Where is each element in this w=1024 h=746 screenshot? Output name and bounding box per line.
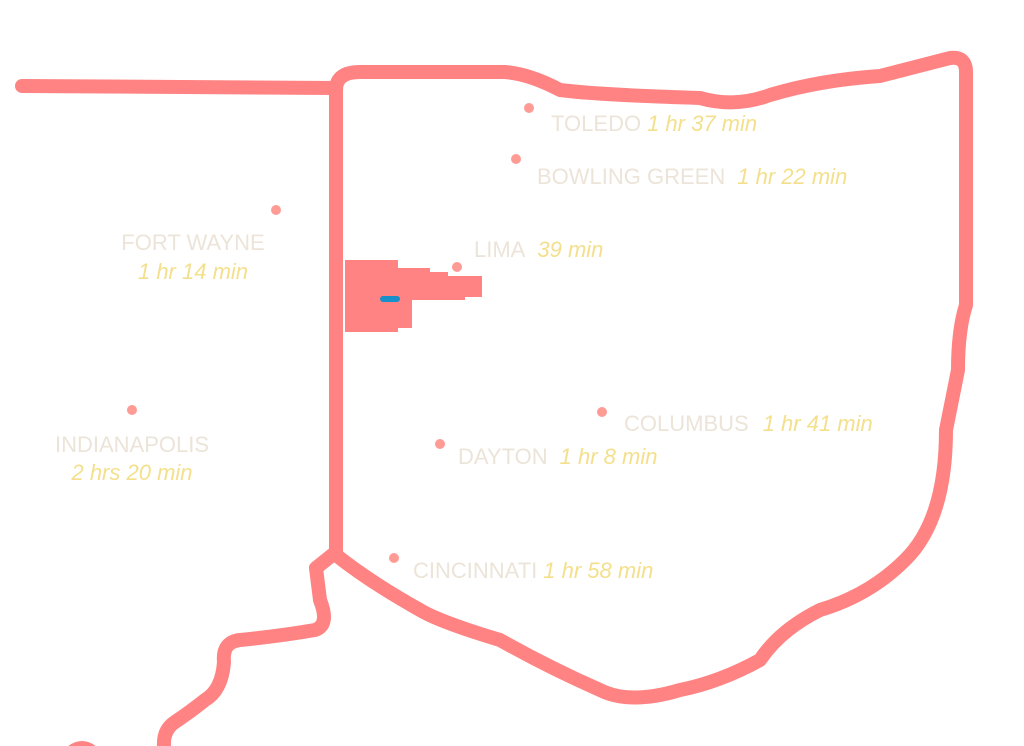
city-dot	[524, 103, 534, 113]
city-name: FORT WAYNE	[121, 230, 264, 255]
city-dot	[389, 553, 399, 563]
indiana-michigan-border	[15, 79, 343, 95]
city-indianapolis: INDIANAPOLIS 2 hrs 20 min	[55, 405, 209, 485]
drive-time: 1 hr 14 min	[138, 259, 248, 284]
city-name: DAYTON	[458, 444, 548, 469]
city-columbus: COLUMBUS 1 hr 41 min	[597, 407, 873, 436]
city-fort-wayne: FORT WAYNE 1 hr 14 min	[121, 205, 281, 284]
drive-time: 1 hr 41 min	[763, 411, 873, 436]
city-name: CINCINNATI	[413, 558, 537, 583]
allen-county-highlight	[345, 260, 482, 332]
city-name: TOLEDO	[551, 111, 641, 136]
city-name: INDIANAPOLIS	[55, 432, 209, 457]
origin-marker	[380, 296, 400, 302]
city-bowling-green: BOWLING GREEN 1 hr 22 min	[511, 154, 847, 189]
city-dot	[452, 262, 462, 272]
drive-time: 1 hr 58 min	[543, 558, 653, 583]
city-dot	[511, 154, 521, 164]
ohio-border	[329, 50, 973, 705]
city-name: BOWLING GREEN	[537, 164, 725, 189]
indiana-kentucky-border	[156, 545, 343, 746]
drive-time: 2 hrs 20 min	[70, 460, 192, 485]
city-dot	[271, 205, 281, 215]
city-name: LIMA	[474, 237, 526, 262]
drive-time: 39 min	[537, 237, 603, 262]
city-dot	[435, 439, 445, 449]
drive-time: 1 hr 8 min	[560, 444, 658, 469]
city-name: COLUMBUS	[624, 411, 749, 436]
drive-time: 1 hr 37 min	[647, 111, 757, 136]
city-dot	[127, 405, 137, 415]
city-lima: LIMA 39 min	[452, 237, 603, 272]
city-dot	[597, 407, 607, 417]
city-dayton: DAYTON 1 hr 8 min	[435, 439, 657, 469]
drive-time: 1 hr 22 min	[737, 164, 847, 189]
